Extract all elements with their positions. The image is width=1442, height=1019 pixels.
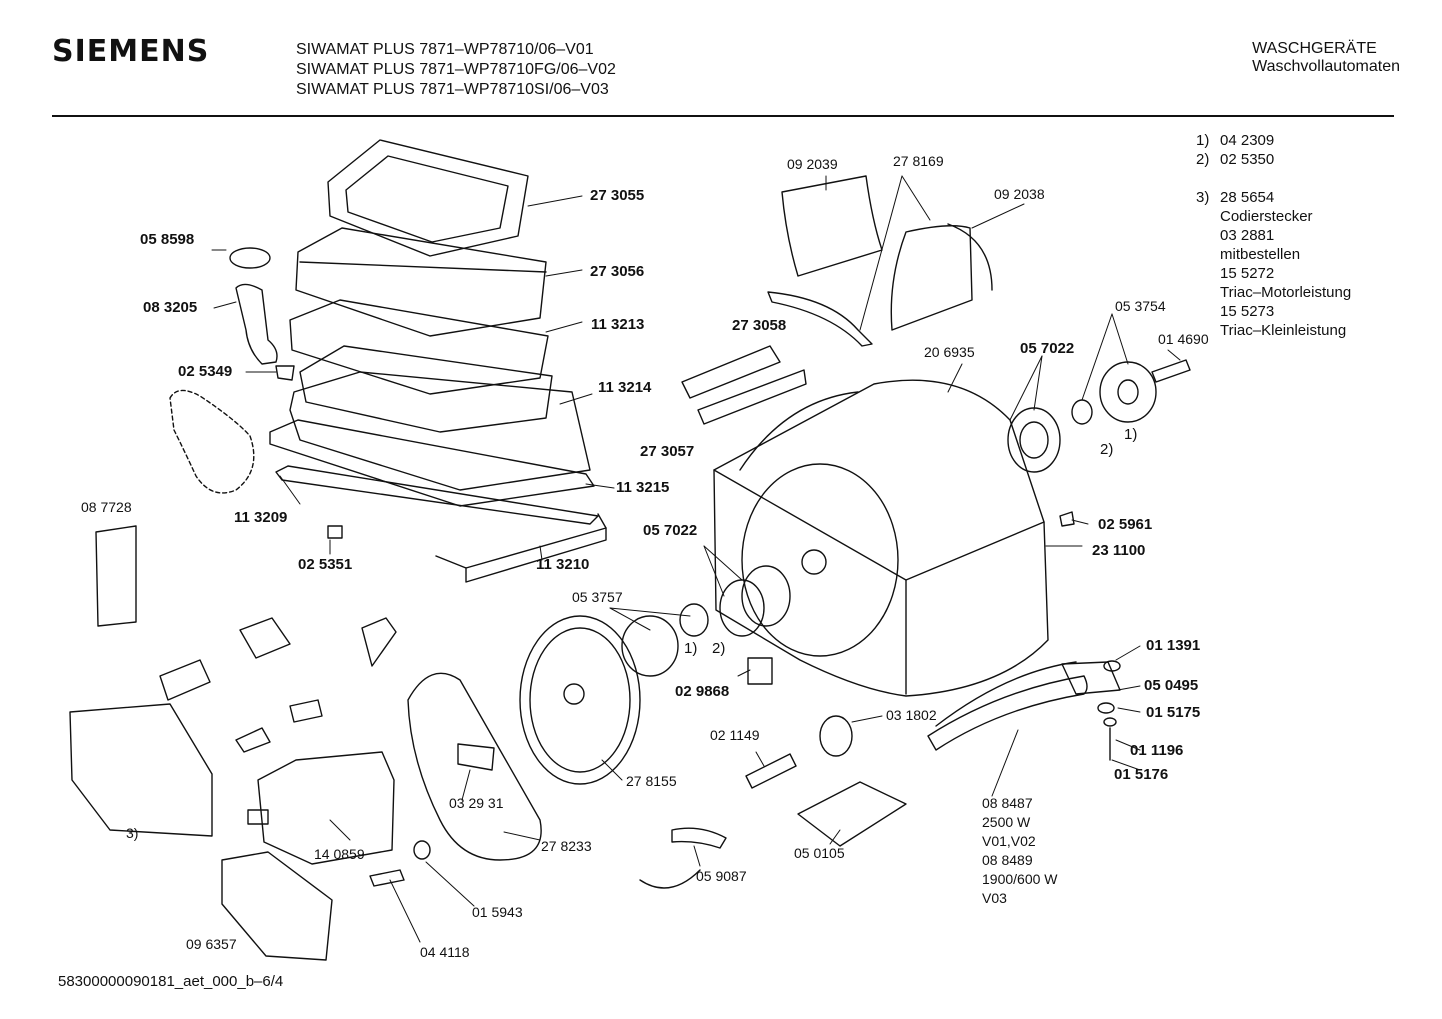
- category-title: WASCHGERÄTE: [1252, 40, 1377, 57]
- part-label: 05 3754: [1115, 298, 1166, 314]
- part-label: 02 5961: [1098, 516, 1153, 533]
- part-label: 05 7022: [643, 522, 698, 539]
- part-label: 09 2038: [994, 186, 1045, 202]
- part-label: 08 8487: [982, 795, 1033, 811]
- note-key: 1): [1196, 132, 1210, 149]
- part-label: 11 3215: [616, 479, 670, 496]
- part-label: 02 5349: [178, 363, 233, 380]
- note-spacer: [1196, 169, 1351, 188]
- note-key: 2): [1196, 151, 1210, 168]
- footnotes: 1) 04 2309 2) 02 5350 3) 28 5654 Codierstec…: [1196, 131, 1351, 340]
- part-label: 08 7728: [81, 499, 132, 515]
- note-text: 28 5654: [1220, 189, 1275, 206]
- part-label: 03 1802: [886, 707, 937, 723]
- part-label: 08 8489: [982, 852, 1033, 868]
- note-text: 02 5350: [1220, 151, 1275, 168]
- model-line: SIWAMAT PLUS 7871–WP78710/06–V01: [296, 41, 594, 58]
- part-label: 11 3214: [598, 379, 652, 396]
- part-label: 01 1391: [1146, 637, 1201, 654]
- part-label: V01,V02: [982, 833, 1036, 849]
- part-label: 05 9087: [696, 868, 747, 884]
- note-1: 1) 04 2309: [1196, 131, 1351, 150]
- note-3: 3) 28 5654: [1196, 188, 1351, 207]
- part-label: 14 0859: [314, 846, 365, 862]
- part-label: 1): [684, 640, 698, 657]
- part-label: 01 5175: [1146, 704, 1201, 721]
- note-text: Triac–Motorleistung: [1220, 284, 1352, 301]
- wash-drum: [714, 380, 1048, 696]
- part-label: 01 1196: [1130, 742, 1184, 759]
- category-block: WASCHGERÄTE Waschvollautomaten: [1252, 40, 1400, 76]
- part-label: 27 3055: [590, 187, 645, 204]
- part-label: 2): [1100, 441, 1114, 458]
- part-label: 27 8233: [541, 838, 592, 854]
- part-label: 05 0105: [794, 845, 845, 861]
- note-text: mitbestellen: [1220, 246, 1301, 263]
- part-label: 23 1100: [1092, 542, 1146, 559]
- bearing-flanges: [622, 360, 1190, 684]
- cover-panels: [768, 176, 992, 346]
- part-label: 02 5351: [298, 556, 353, 573]
- part-label: 20 6935: [924, 344, 975, 360]
- part-label: 2): [712, 640, 726, 657]
- model-line: SIWAMAT PLUS 7871–WP78710FG/06–V02: [296, 61, 616, 78]
- part-label: 01 5943: [472, 904, 523, 920]
- part-label: 02 1149: [710, 727, 760, 743]
- header-divider: [52, 115, 1394, 117]
- category-subtitle: Waschvollautomaten: [1252, 58, 1400, 75]
- pulley-and-belt: [408, 616, 640, 860]
- note-text: Triac–Kleinleistung: [1220, 322, 1347, 339]
- part-label: 05 8598: [140, 231, 195, 248]
- note-key: 3): [1196, 189, 1210, 206]
- part-label: 05 0495: [1144, 677, 1199, 694]
- part-label: 05 3757: [572, 589, 623, 605]
- part-label: 09 6357: [186, 936, 237, 952]
- part-label: 27 3057: [640, 443, 695, 460]
- note-text: 03 2881: [1220, 227, 1275, 244]
- model-line: SIWAMAT PLUS 7871–WP78710SI/06–V03: [296, 81, 609, 98]
- note-2: 2) 02 5350: [1196, 150, 1351, 169]
- note-text: 04 2309: [1220, 132, 1275, 149]
- leader-lines: [212, 176, 1180, 942]
- part-label: 27 3056: [590, 263, 645, 280]
- motor: [236, 700, 394, 864]
- control-pcb: [682, 346, 806, 424]
- part-label: 11 3213: [591, 316, 645, 333]
- part-label: 1900/600 W: [982, 871, 1058, 887]
- part-label: 2500 W: [982, 814, 1031, 830]
- part-label: 3): [126, 825, 139, 841]
- part-label: 1): [1124, 426, 1138, 443]
- part-label: 27 3058: [732, 317, 787, 334]
- part-label: 11 3210: [536, 556, 590, 573]
- part-label: 11 3209: [234, 509, 288, 526]
- note-text: 15 5273: [1220, 303, 1275, 320]
- part-label: 01 4690: [1158, 331, 1209, 347]
- model-list: SIWAMAT PLUS 7871–WP78710/06–V01 SIWAMAT…: [296, 40, 616, 100]
- part-label: 09 2039: [787, 156, 838, 172]
- part-label: 05 7022: [1020, 340, 1075, 357]
- note-text: 15 5272: [1220, 265, 1275, 282]
- heating-element: [928, 661, 1120, 760]
- part-label: 08 3205: [143, 299, 198, 316]
- pump-parts: [370, 716, 906, 888]
- document-id: 58300000090181_aet_000_b–6/4: [58, 973, 284, 990]
- detergent-drawer-assembly: [270, 140, 606, 582]
- part-label: 01 5176: [1114, 766, 1169, 783]
- hose-assembly: [170, 248, 294, 493]
- brand-logo: SIEMENS: [52, 34, 210, 69]
- part-label: 27 8155: [626, 773, 677, 789]
- part-label: 02 9868: [675, 683, 730, 700]
- electronic-modules: [70, 526, 396, 960]
- note-text: Codierstecker: [1220, 208, 1313, 225]
- part-label: 27 8169: [893, 153, 944, 169]
- part-label: V03: [982, 890, 1007, 906]
- part-label: 03 29 31: [449, 795, 504, 811]
- part-label: 04 4118: [420, 944, 470, 960]
